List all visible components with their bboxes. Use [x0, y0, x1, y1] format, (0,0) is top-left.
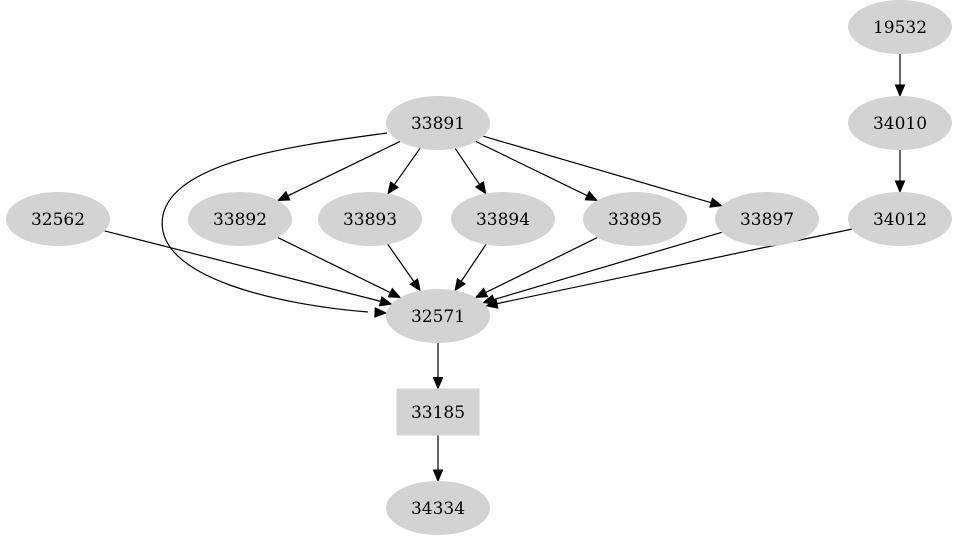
node-ellipse	[583, 192, 687, 246]
edge-33185-to-34334	[432, 435, 444, 483]
node-ellipse	[6, 192, 110, 246]
edge-33891-to-33893-line	[393, 147, 421, 186]
edge-34010-to-34012-arrowhead	[894, 180, 906, 194]
edge-33891-to-33893-arrowhead	[387, 181, 399, 195]
node-label: 33893	[343, 210, 397, 230]
edge-33891-to-33892-arrowhead	[276, 190, 291, 202]
node-32562: 32562	[6, 192, 110, 246]
node-33895: 33895	[583, 192, 687, 246]
node-33897: 33897	[715, 192, 819, 246]
edge-33891-to-32571-arrowhead	[374, 307, 388, 318]
node-ellipse	[451, 192, 555, 246]
edge-33891-to-33894-arrowhead	[474, 181, 487, 195]
node-label: 32571	[411, 307, 465, 327]
edge-33891-to-33892-line	[287, 140, 401, 197]
edge-32562-to-32571-arrowhead	[378, 296, 393, 307]
edge-33894-to-32571-arrowhead	[454, 277, 466, 292]
edges-layer	[104, 54, 906, 483]
edge-34010-to-34012	[894, 150, 906, 194]
node-33185: 33185	[396, 388, 480, 436]
node-ellipse	[715, 192, 819, 246]
node-label: 33185	[411, 403, 465, 423]
edge-33894-to-32571	[454, 244, 487, 292]
edge-33892-to-32571-arrowhead	[387, 287, 402, 299]
node-ellipse	[848, 96, 952, 150]
node-label: 33891	[411, 114, 465, 134]
edge-32562-to-32571	[104, 230, 393, 307]
node-label: 34334	[411, 499, 465, 519]
edge-33891-to-33895-line	[475, 140, 588, 197]
edge-33891-to-32571-line	[161, 132, 388, 313]
edge-33185-to-34334-arrowhead	[432, 469, 444, 483]
node-label: 33895	[608, 210, 662, 230]
edge-33891-to-33894	[454, 148, 487, 195]
edge-32571-to-33185-arrowhead	[432, 377, 444, 390]
node-label: 19532	[873, 18, 927, 38]
edge-33897-to-32571-line	[493, 231, 722, 301]
node-ellipse	[188, 192, 292, 246]
node-ellipse	[386, 481, 490, 535]
edge-33891-to-33897-arrowhead	[709, 197, 723, 208]
edge-33893-to-32571-arrowhead	[409, 278, 421, 292]
edge-33891-to-33892	[276, 140, 401, 202]
node-34012: 34012	[848, 192, 952, 246]
edge-33892-to-32571-line	[277, 236, 391, 294]
edge-33891-to-32571	[161, 132, 388, 318]
edge-33891-to-33894-line	[454, 148, 481, 185]
node-box	[396, 388, 480, 436]
node-33891: 33891	[386, 96, 490, 150]
edge-33891-to-33895	[475, 140, 599, 202]
edge-33891-to-33897-line	[483, 135, 712, 204]
edge-33895-to-32571-arrowhead	[474, 287, 489, 298]
edge-33894-to-32571-line	[460, 244, 487, 282]
edge-33891-to-33893	[387, 147, 421, 195]
node-19532: 19532	[848, 0, 952, 54]
nodes-layer: 19532 34010 33891 32562 33892 33893 33894 33895…	[6, 0, 952, 535]
node-label: 34012	[873, 210, 927, 230]
edge-33892-to-32571	[277, 236, 402, 299]
node-32571: 32571	[386, 289, 490, 343]
edge-34012-to-32571-arrowhead	[484, 298, 499, 309]
node-ellipse	[386, 96, 490, 150]
node-ellipse	[848, 0, 952, 54]
edge-33895-to-32571-line	[485, 237, 598, 294]
node-33894: 33894	[451, 192, 555, 246]
node-34010: 34010	[848, 96, 952, 150]
edge-32571-to-33185	[432, 343, 444, 390]
edge-33891-to-33895-arrowhead	[584, 190, 599, 202]
node-33892: 33892	[188, 192, 292, 246]
node-label: 33897	[740, 210, 794, 230]
edge-33893-to-32571	[387, 244, 421, 292]
node-label: 33892	[213, 210, 267, 230]
node-label: 33894	[476, 210, 530, 230]
edge-33895-to-32571	[474, 237, 598, 298]
node-33893: 33893	[318, 192, 422, 246]
edge-19532-to-34010	[894, 54, 906, 98]
node-ellipse	[318, 192, 422, 246]
node-label: 32562	[31, 210, 85, 230]
node-label: 34010	[873, 114, 927, 134]
node-34334: 34334	[386, 481, 490, 535]
node-ellipse	[848, 192, 952, 246]
edge-33893-to-32571-line	[387, 244, 415, 282]
node-ellipse	[386, 289, 490, 343]
edge-33891-to-33897	[483, 135, 723, 208]
edge-32562-to-32571-line	[104, 230, 381, 302]
edge-19532-to-34010-arrowhead	[894, 84, 906, 98]
